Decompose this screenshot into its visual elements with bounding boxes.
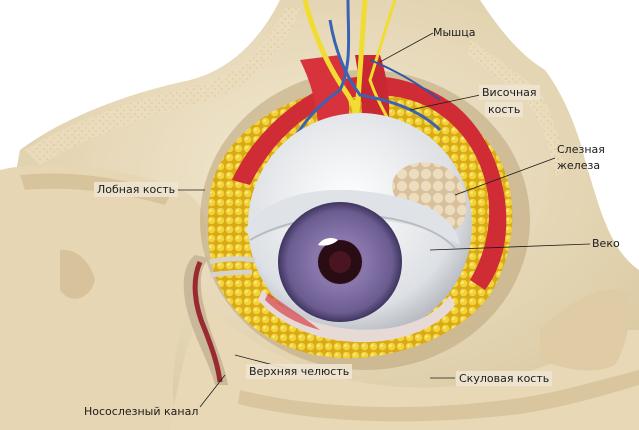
label-nasolacrimal-canal: Носослезный канал bbox=[84, 405, 199, 418]
lacrimal-gland bbox=[392, 162, 467, 232]
label-temporal-bone-line2: кость bbox=[485, 102, 524, 117]
zygomatic-bone bbox=[540, 289, 629, 371]
label-temporal-bone-line1: Височная bbox=[479, 85, 540, 100]
label-lacrimal-gland-line2: железа bbox=[557, 159, 601, 172]
maxilla-bone bbox=[170, 300, 639, 430]
frontal-nasal-bone bbox=[0, 165, 207, 430]
label-lacrimal-gland-line1: Слезная bbox=[557, 143, 605, 156]
label-muscle: Мышца bbox=[433, 26, 476, 39]
rectus-muscle bbox=[232, 76, 507, 290]
label-zygomatic-bone: Скуловая кость bbox=[456, 371, 553, 386]
label-eyelid: Веко bbox=[592, 237, 620, 250]
label-frontal-bone: Лобная кость bbox=[94, 182, 179, 197]
label-maxilla: Верхняя челюсть bbox=[246, 364, 353, 379]
